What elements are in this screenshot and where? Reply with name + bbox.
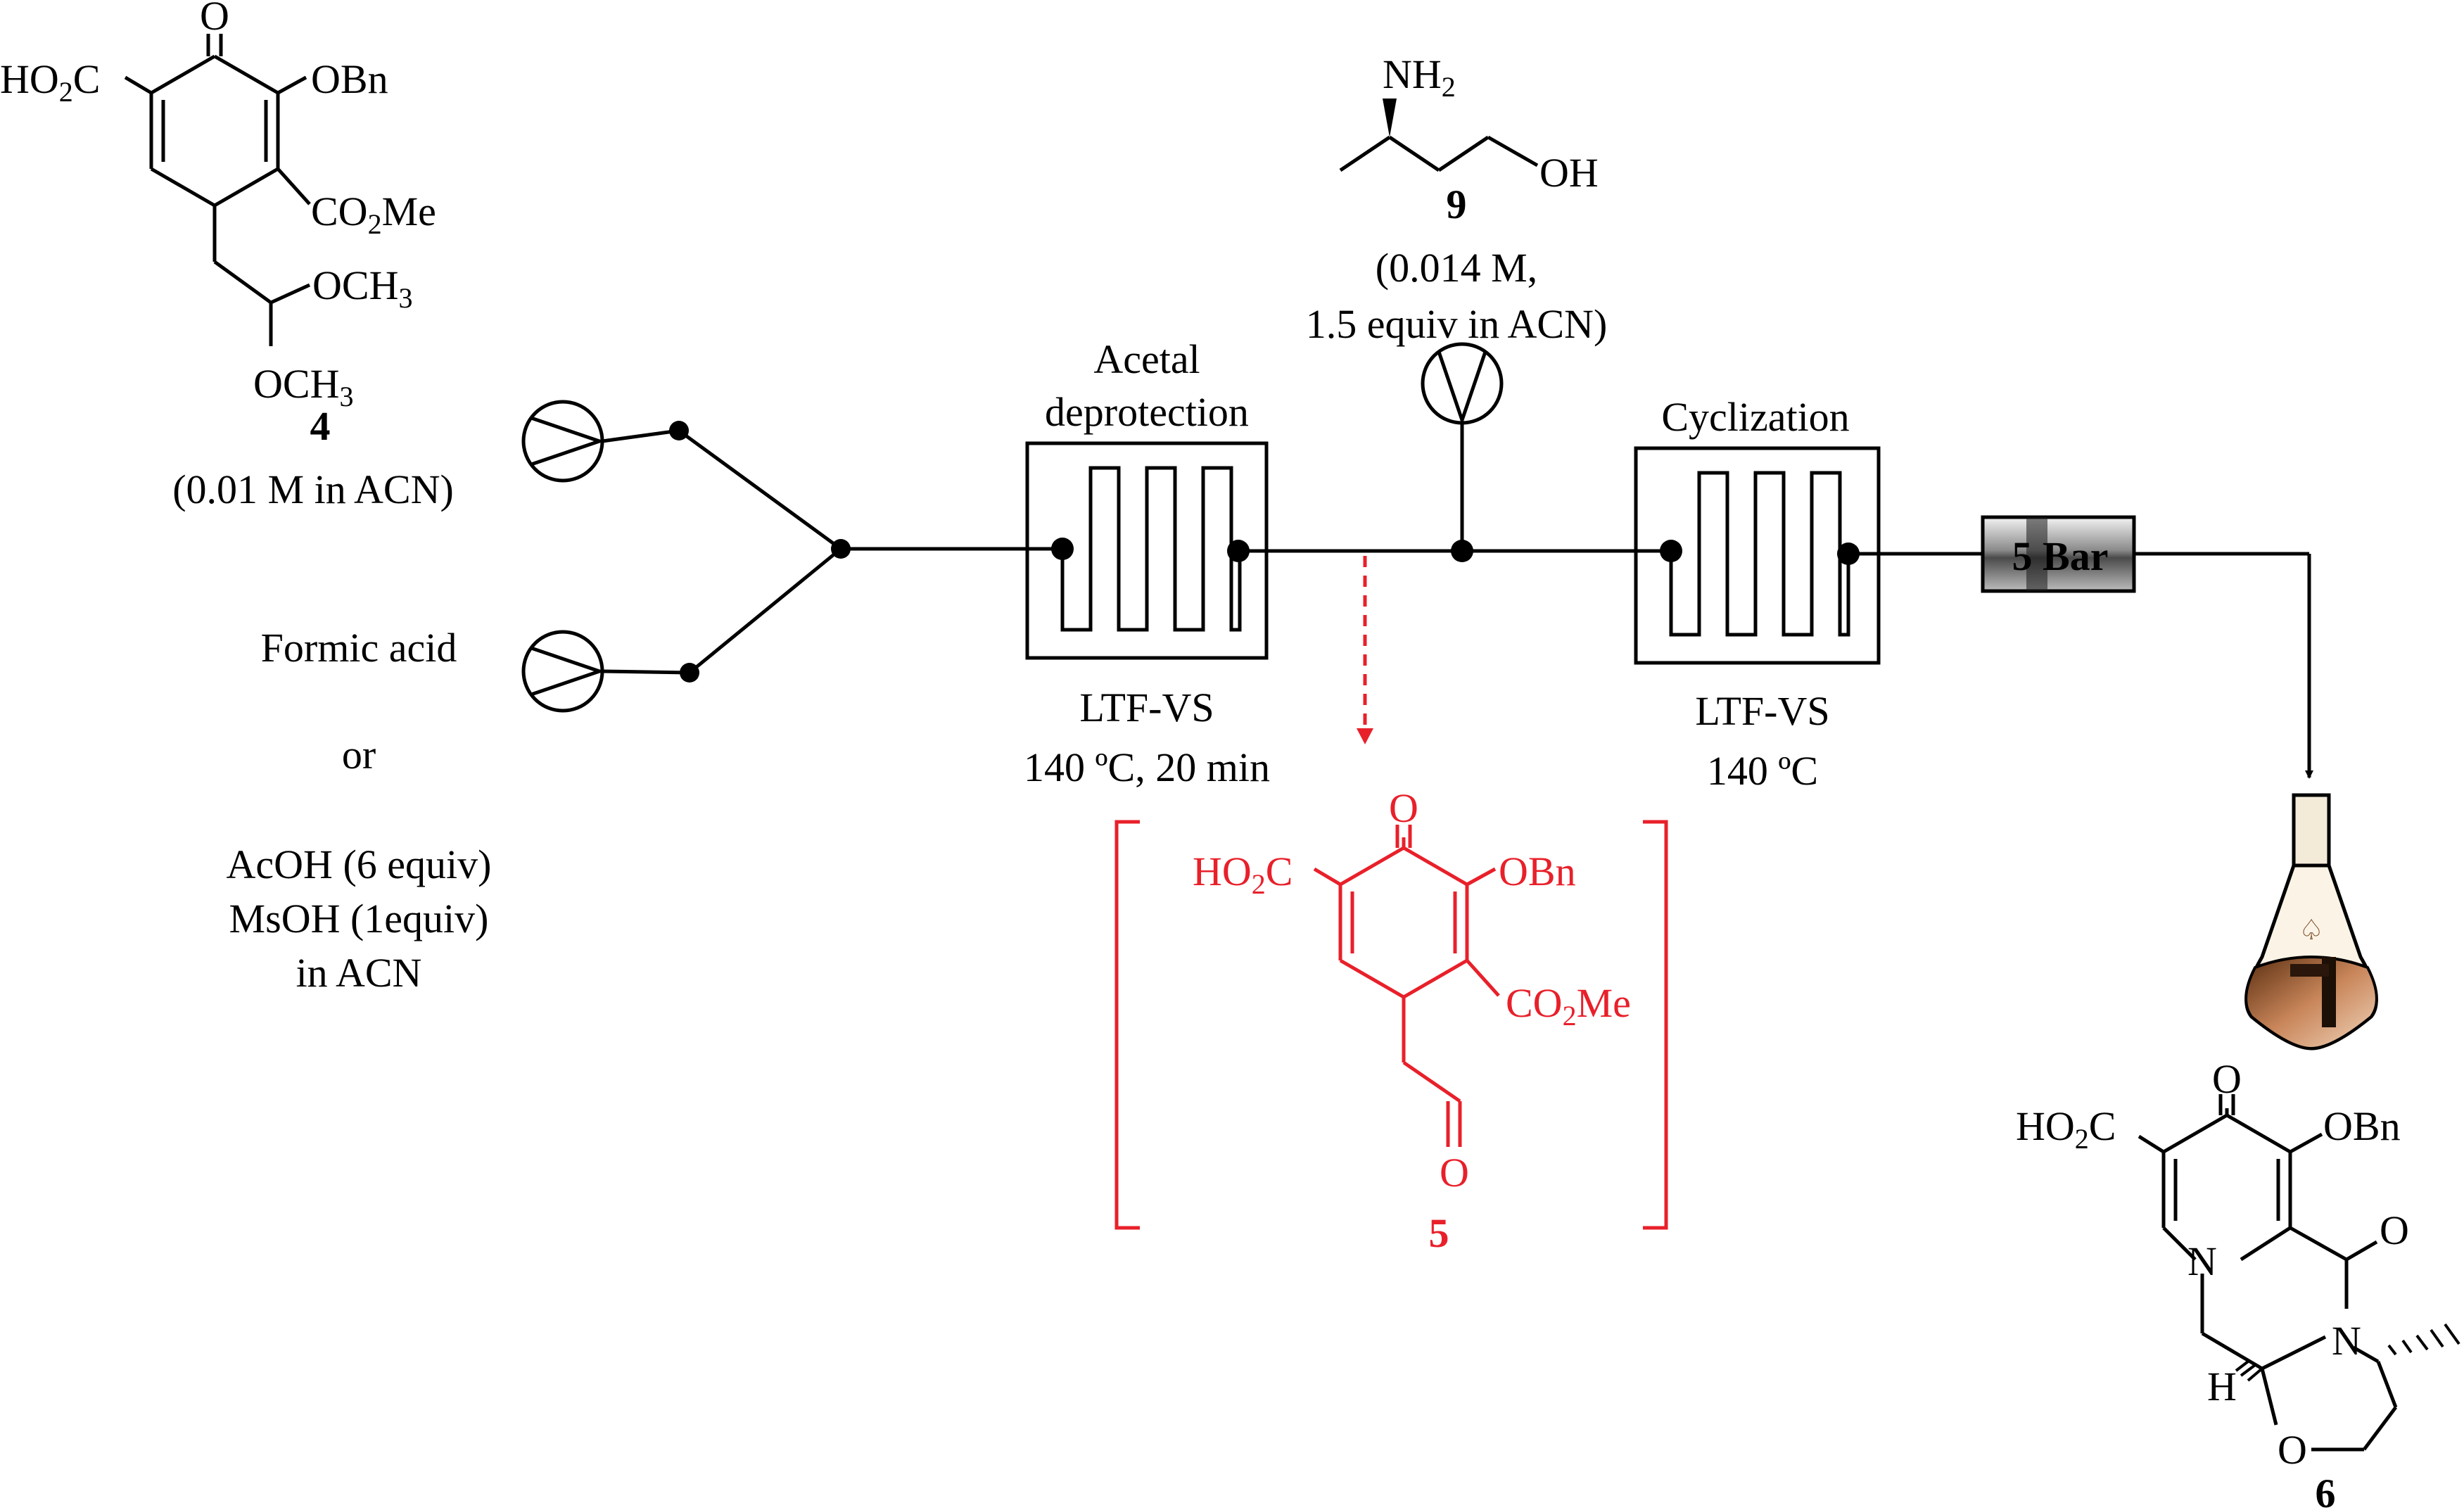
pump-3-icon [1421,342,1504,426]
compound-9-concentration-1: (0.014 M, [1376,245,1537,291]
bpr-label: 5 Bar [2012,533,2109,579]
compound-5-acid-label: HO2C [1193,849,1293,900]
acid-feed-formic: Formic acid [261,625,457,671]
reactor-cyclization-type: LTF-VS [1695,688,1829,734]
compound-4-number: 4 [310,403,331,449]
compound-6 [2138,1094,2398,1452]
compound-4-methoxy-1: OCH3 [312,262,412,314]
intermediate-arrowhead [1357,728,1373,744]
reactor-deprotection [1025,441,1269,660]
bracket-right [1643,820,1668,1230]
acid-feed-solvent: in ACN [296,950,422,996]
compound-4-carbonyl-o: O [200,0,229,39]
compound-5-obn-label: OBn [1499,849,1576,894]
compound-6-ring-o: O [2278,1427,2307,1473]
compound-6-obn-label: OBn [2323,1103,2401,1149]
bracket-left [1114,820,1140,1230]
compound-5-carbonyl-o: O [1389,785,1418,831]
compound-5-number: 5 [1429,1210,1449,1256]
reactor-deprotection-conditions: 140 ºC, 20 min [1024,744,1270,790]
reactor-cyclization-title: Cyclization [1661,394,1849,440]
compound-6-acid-label: HO2C [2016,1103,2116,1155]
compound-4-obn-label: OBn [311,56,388,102]
back-pressure-regulator: 5 Bar [1981,515,2136,593]
pump-2-icon [521,630,605,713]
reactor-deprotection-type: LTF-VS [1079,685,1214,730]
collection-flask-icon: ♤ [2244,793,2378,1051]
compound-9-number: 9 [1447,182,1467,227]
reactor-deprotection-title-1: Acetal [1093,336,1200,382]
compound-9 [1339,99,1539,172]
compound-6-stereo [2235,1323,2460,1382]
compound-6-carbonyl-o: O [2212,1056,2242,1102]
compound-4-methoxy-2: OCH3 [253,361,353,412]
compound-4-acid-label: HO2C [0,56,100,108]
compound-9-hydroxyl: OH [1539,150,1599,196]
compound-9-amine: NH2 [1383,51,1456,103]
compound-6-h: H [2207,1364,2237,1409]
compound-4-ester-label: CO2Me [311,189,436,240]
pump-1-icon [521,400,605,483]
compound-5-aldehyde-o: O [1440,1150,1469,1195]
compound-4 [124,34,311,346]
compound-6-n1: N [2187,1238,2217,1284]
tubing [602,422,2313,779]
junction-dots [669,421,1473,683]
compound-6-number: 6 [2316,1471,2336,1510]
reactor-cyclization-conditions: 140 ºC [1707,748,1818,794]
reactor-cyclization [1634,446,1881,665]
acid-feed-msoh: MsOH (1equiv) [229,896,489,941]
acid-feed-acoh: AcOH (6 equiv) [227,842,492,887]
flask-glyph-icon: ♤ [2299,914,2324,946]
compound-5-ester-label: CO2Me [1506,980,1631,1032]
compound-9-concentration-2: 1.5 equiv in ACN) [1306,301,1608,347]
compound-6-amide-o: O [2380,1207,2409,1253]
compound-6-n2: N [2332,1318,2361,1364]
reactor-deprotection-title-2: deprotection [1045,389,1249,435]
compound-5 [1313,825,1500,1147]
compound-4-concentration: (0.01 M in ACN) [172,467,454,512]
acid-feed-or: or [342,732,376,778]
